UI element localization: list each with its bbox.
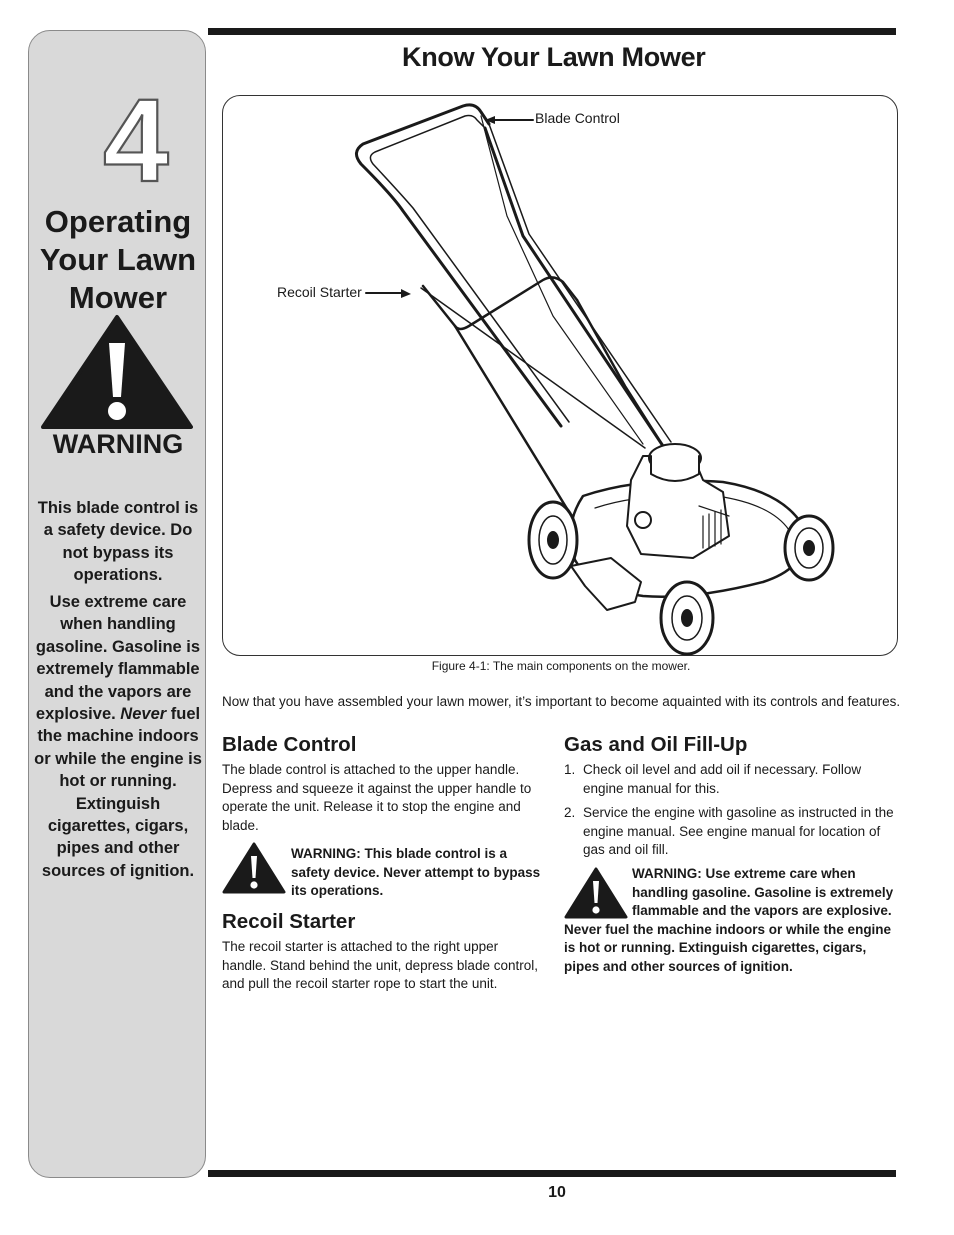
heading-recoil-starter: Recoil Starter — [222, 910, 356, 933]
figure-frame: Blade Control Recoil Starter — [222, 95, 898, 656]
chapter-title-line-2: Your Lawn — [39, 242, 197, 277]
list-item-text: Service the engine with gasoline as inst… — [583, 805, 894, 858]
heading-gas-oil: Gas and Oil Fill-Up — [564, 733, 748, 756]
warning-triangle-icon — [41, 315, 193, 429]
list-item: 1. Check oil level and add oil if necessa… — [564, 761, 894, 798]
section-title: Know Your Lawn Mower — [402, 42, 706, 72]
warning-triangle-icon — [222, 842, 286, 894]
chapter-sidebar: 4 Operating Your Lawn Mower WARNING This… — [28, 30, 206, 1178]
sidebar-warning-gasoline: Use extreme care when handling gasoline.… — [33, 591, 203, 882]
list-item-number: 2. — [564, 805, 576, 821]
blade-control-body: The blade control is attached to the upp… — [222, 762, 532, 833]
recoil-starter-body: The recoil starter is attached to the ri… — [222, 939, 538, 992]
sidebar-warning-never: Never — [120, 705, 167, 724]
chapter-number: 4 — [103, 81, 169, 191]
callout-recoil-starter: Recoil Starter — [277, 284, 362, 300]
figure-caption: Figure 4-1: The main components on the m… — [431, 659, 691, 673]
callout-blade-control: Blade Control — [535, 110, 620, 126]
blade-control-warning: WARNING: This blade control is a safety … — [291, 846, 541, 899]
list-item: 2. Service the engine with gasoline as in… — [564, 804, 894, 860]
gas-oil-list: 1. Check oil level and add oil if necessa… — [564, 761, 894, 866]
chapter-title-line-1: Operating — [44, 204, 192, 239]
list-item-text: Check oil level and add oil if necessary… — [583, 762, 862, 796]
chapter-number-graphic: 4 — [102, 81, 170, 191]
sidebar-warning-blade: This blade control is a safety device. D… — [37, 499, 199, 585]
top-rule — [208, 28, 896, 35]
gas-oil-warning-block: WARNING: Use extreme care when handling … — [564, 865, 894, 977]
sidebar-warning-gasoline-text-2: fuel the machine indoors or while the en… — [34, 705, 202, 880]
list-item-number: 1. — [564, 762, 576, 777]
lawn-mower-illustration — [355, 103, 835, 656]
intro-paragraph: Now that you have assembled your lawn mo… — [222, 694, 901, 709]
sidebar-warning-gasoline-text-1: Use extreme care when handling gasoline.… — [35, 593, 201, 724]
gas-oil-warning: WARNING: Use extreme care when handling … — [564, 866, 894, 974]
warning-triangle-icon — [564, 867, 628, 919]
warning-label: WARNING — [52, 429, 184, 459]
bottom-rule — [208, 1170, 896, 1177]
page-number: 10 — [548, 1184, 566, 1201]
chapter-title: Operating Your Lawn Mower — [29, 203, 207, 317]
heading-blade-control: Blade Control — [222, 733, 357, 756]
chapter-title-line-3: Mower — [68, 280, 168, 315]
